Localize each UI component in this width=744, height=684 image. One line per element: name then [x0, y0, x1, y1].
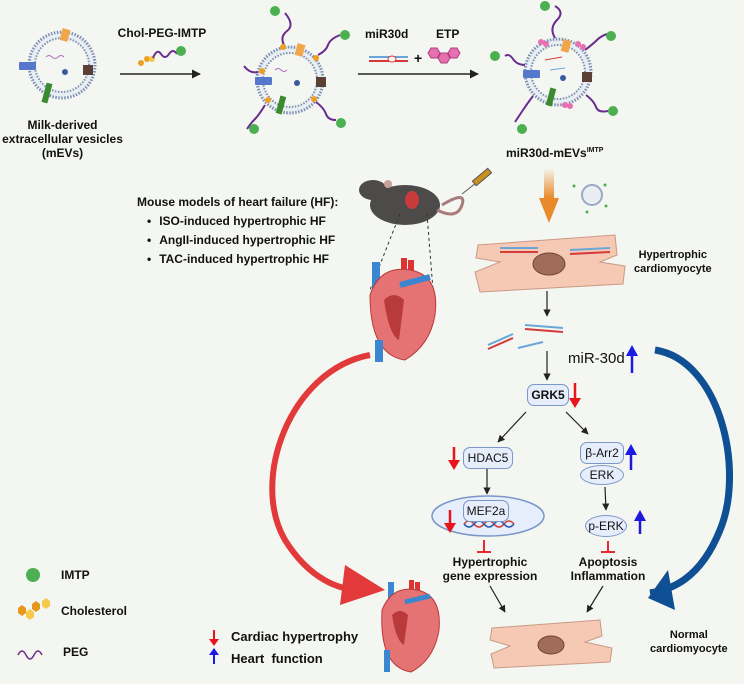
- perk-node: p-ERK: [585, 515, 627, 537]
- mini-vesicle-icon: [572, 183, 608, 214]
- etp-peptide-icon: [427, 47, 461, 64]
- out2-line2: Inflammation: [570, 569, 646, 583]
- plus-sign: +: [414, 50, 423, 66]
- normal-line1: Normal: [669, 629, 708, 641]
- hypertrophic-cardiomyocyte-cell: [474, 234, 626, 293]
- reagent-mir30d: miR30d: [365, 27, 409, 41]
- legend-down-arrow-icon: [209, 630, 219, 646]
- perk-up-arrow: [634, 510, 646, 534]
- arrow-grk5-to-barr2: [565, 411, 589, 435]
- inhibit-bar-right: [601, 541, 615, 553]
- mouse-models-list: Mouse models of heart failure (HF): ISO-…: [137, 193, 338, 269]
- normal-line2: cardiomyocyte: [650, 643, 728, 655]
- legend-cholesterol-icon: [18, 598, 50, 620]
- arrow-erk-to-perk: [602, 486, 610, 511]
- product-label: miR30d-mEVsIMTP: [506, 144, 603, 160]
- out1-line2: gene expression: [442, 569, 538, 583]
- delivery-arrow: [539, 168, 559, 223]
- legend-imtp-label: IMTP: [61, 568, 90, 582]
- inhibit-bar-left: [477, 540, 491, 553]
- blue-curved-arrow: [648, 346, 734, 610]
- mef2a-down-arrow: [444, 510, 456, 533]
- mir30d-up-arrow: [626, 345, 638, 373]
- legend-up-arrow-icon: [209, 648, 219, 664]
- model-item: AngII-induced hypertrophic HF: [147, 231, 338, 250]
- out1-line1: Hypertrophic: [452, 555, 528, 569]
- legend-heart-function-label: Heart function: [231, 651, 323, 666]
- hdac5-node: HDAC5: [463, 447, 513, 469]
- product-name: miR30d-mEVs: [506, 146, 587, 160]
- mouse-illustration: [359, 180, 465, 225]
- legend-peg-icon: [17, 650, 43, 660]
- arrow-apoptosis-to-normal: [586, 585, 604, 613]
- syringe-icon: [461, 167, 493, 195]
- legend-cardiac-hypertrophy-label: Cardiac hypertrophy: [231, 629, 359, 644]
- legend-cholesterol-label: Cholesterol: [61, 604, 128, 618]
- out2-line1: Apoptosis: [578, 555, 638, 569]
- normal-cardiomyocyte-cell: [489, 619, 613, 669]
- zoom-line-right: [426, 213, 434, 291]
- reagent-chol-peg-imtp: Chol-PEG-IMTP: [117, 26, 207, 40]
- mevs-label-line2: extracellular vesicles: [2, 132, 123, 146]
- apoptosis-inflammation-label: Apoptosis Inflammation: [563, 555, 653, 583]
- heart-normal-illustration: [381, 580, 440, 673]
- arrow-grk5-to-hdac5: [497, 411, 527, 443]
- mev-vesicle-imtp: [243, 6, 350, 134]
- model-item: TAC-induced hypertrophic HF: [147, 250, 338, 269]
- product-superscript: IMTP: [586, 147, 604, 154]
- red-curved-arrow: [269, 352, 385, 605]
- released-mirna-icon: [487, 324, 564, 350]
- hypertrophic-line1: Hypertrophic: [638, 249, 708, 261]
- model-item: ISO-induced hypertrophic HF: [147, 212, 338, 231]
- reagent-etp: ETP: [436, 27, 460, 41]
- mir30d-mevs-imtp-vesicle: [490, 1, 618, 134]
- mouse-models-title: Mouse models of heart failure (HF):: [137, 195, 339, 209]
- mir30d-label: miR-30d: [568, 350, 625, 367]
- barr2-node: β-Arr2: [580, 442, 624, 464]
- barr2-up-arrow: [625, 444, 637, 470]
- arrow-gene-to-normal: [489, 585, 506, 613]
- grk5-node: GRK5: [527, 384, 569, 406]
- hypertrophic-line2: cardiomyocyte: [634, 263, 712, 275]
- normal-cardiomyocyte-label: Normal cardiomyocyte: [650, 628, 728, 656]
- mef2a-node: MEF2a: [463, 500, 509, 522]
- grk5-down-arrow: [569, 383, 581, 408]
- mevs-label: Milk-derived extracellular vesicles (mEV…: [0, 118, 125, 160]
- erk-node: ERK: [580, 465, 624, 485]
- chol-peg-imtp-icon: [138, 46, 186, 66]
- mevs-label-line1: Milk-derived: [27, 118, 98, 132]
- legend-peg-label: PEG: [63, 645, 89, 659]
- legend-imtp-icon: [26, 568, 40, 582]
- mevs-label-line3: (mEVs): [41, 146, 84, 160]
- hypertrophic-gene-expression-label: Hypertrophic gene expression: [440, 555, 540, 583]
- mev-vesicle-plain: [19, 28, 97, 104]
- hdac5-down-arrow: [448, 447, 460, 470]
- hypertrophic-cardiomyocyte-label: Hypertrophic cardiomyocyte: [634, 248, 712, 276]
- mirna-duplex-icon: [369, 55, 408, 63]
- heart-failing-illustration: [369, 258, 437, 362]
